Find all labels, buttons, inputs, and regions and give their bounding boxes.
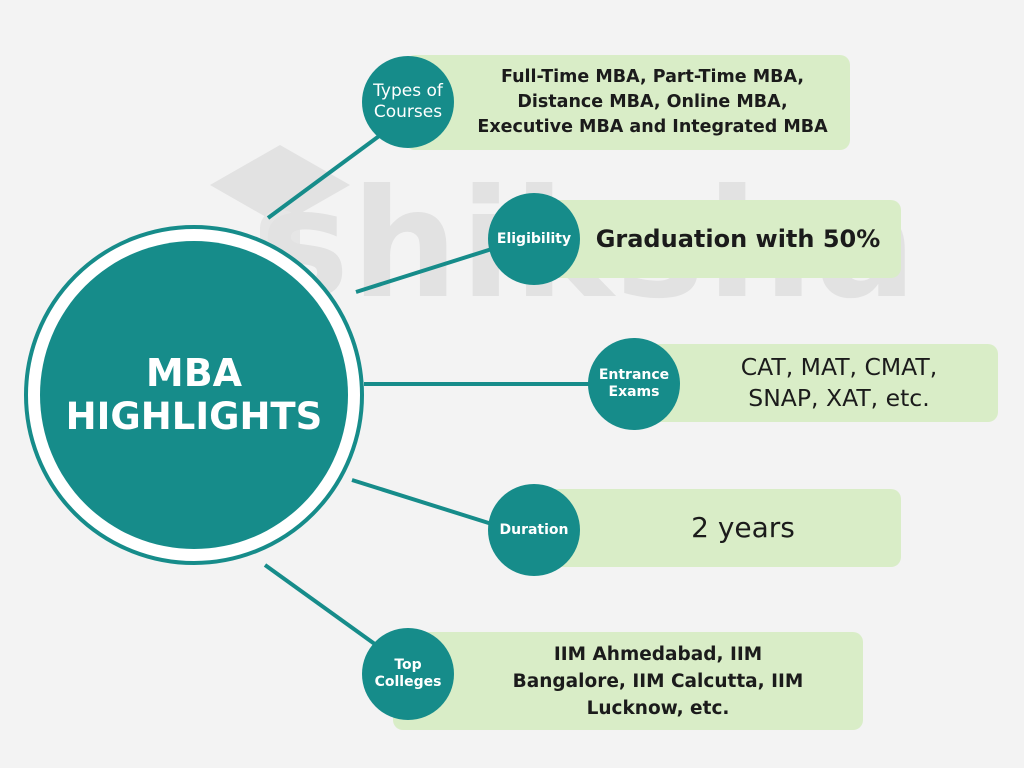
content-box-eligibility: Graduation with 50%: [535, 200, 901, 278]
badge-label-line: Courses: [373, 102, 443, 122]
content-line: Bangalore, IIM Calcutta, IIM: [512, 670, 804, 692]
content-line: 2 years: [691, 511, 795, 544]
badge-eligibility: Eligibility: [488, 193, 580, 285]
badge-entrance-exams: Entrance Exams: [588, 338, 680, 430]
connector-colleges: [263, 563, 392, 657]
badge-label-line: Top: [394, 657, 422, 673]
badge-duration: Duration: [488, 484, 580, 576]
badge-types-of-courses: Types of Courses: [362, 56, 454, 148]
hub-title-line2: HIGHLIGHTS: [65, 395, 323, 438]
content-line: Graduation with 50%: [595, 225, 881, 253]
content-line: SNAP, XAT, etc.: [748, 384, 930, 412]
content-line: Distance MBA, Online MBA,: [517, 92, 788, 112]
content-line: IIM Ahmedabad, IIM: [553, 643, 763, 665]
hub-circle: MBA HIGHLIGHTS: [40, 241, 348, 549]
badge-label-line: Exams: [608, 384, 660, 400]
badge-label-line: Duration: [499, 521, 569, 538]
content-line: CAT, MAT, CMAT,: [740, 353, 938, 381]
badge-label-line: Types of: [373, 81, 443, 101]
hub-title-line1: MBA: [145, 351, 243, 395]
content-line: Lucknow, etc.: [586, 697, 730, 719]
content-box-entrance-exams: CAT, MAT, CMAT, SNAP, XAT, etc.: [628, 344, 998, 422]
connector-eligibility: [355, 246, 496, 294]
content-line: Full-Time MBA, Part-Time MBA,: [501, 67, 804, 87]
content-line: Executive MBA and Integrated MBA: [477, 117, 828, 137]
badge-top-colleges: Top Colleges: [362, 628, 454, 720]
content-box-types-of-courses: Full-Time MBA, Part-Time MBA, Distance M…: [405, 55, 850, 150]
connector-duration: [351, 478, 496, 527]
badge-label-line: Eligibility: [496, 230, 572, 247]
content-box-top-colleges: IIM Ahmedabad, IIM Bangalore, IIM Calcut…: [393, 632, 863, 730]
badge-label-line: Colleges: [374, 674, 442, 690]
badge-label-line: Entrance: [598, 367, 670, 383]
content-box-duration: 2 years: [535, 489, 901, 567]
connector-types: [266, 126, 392, 220]
